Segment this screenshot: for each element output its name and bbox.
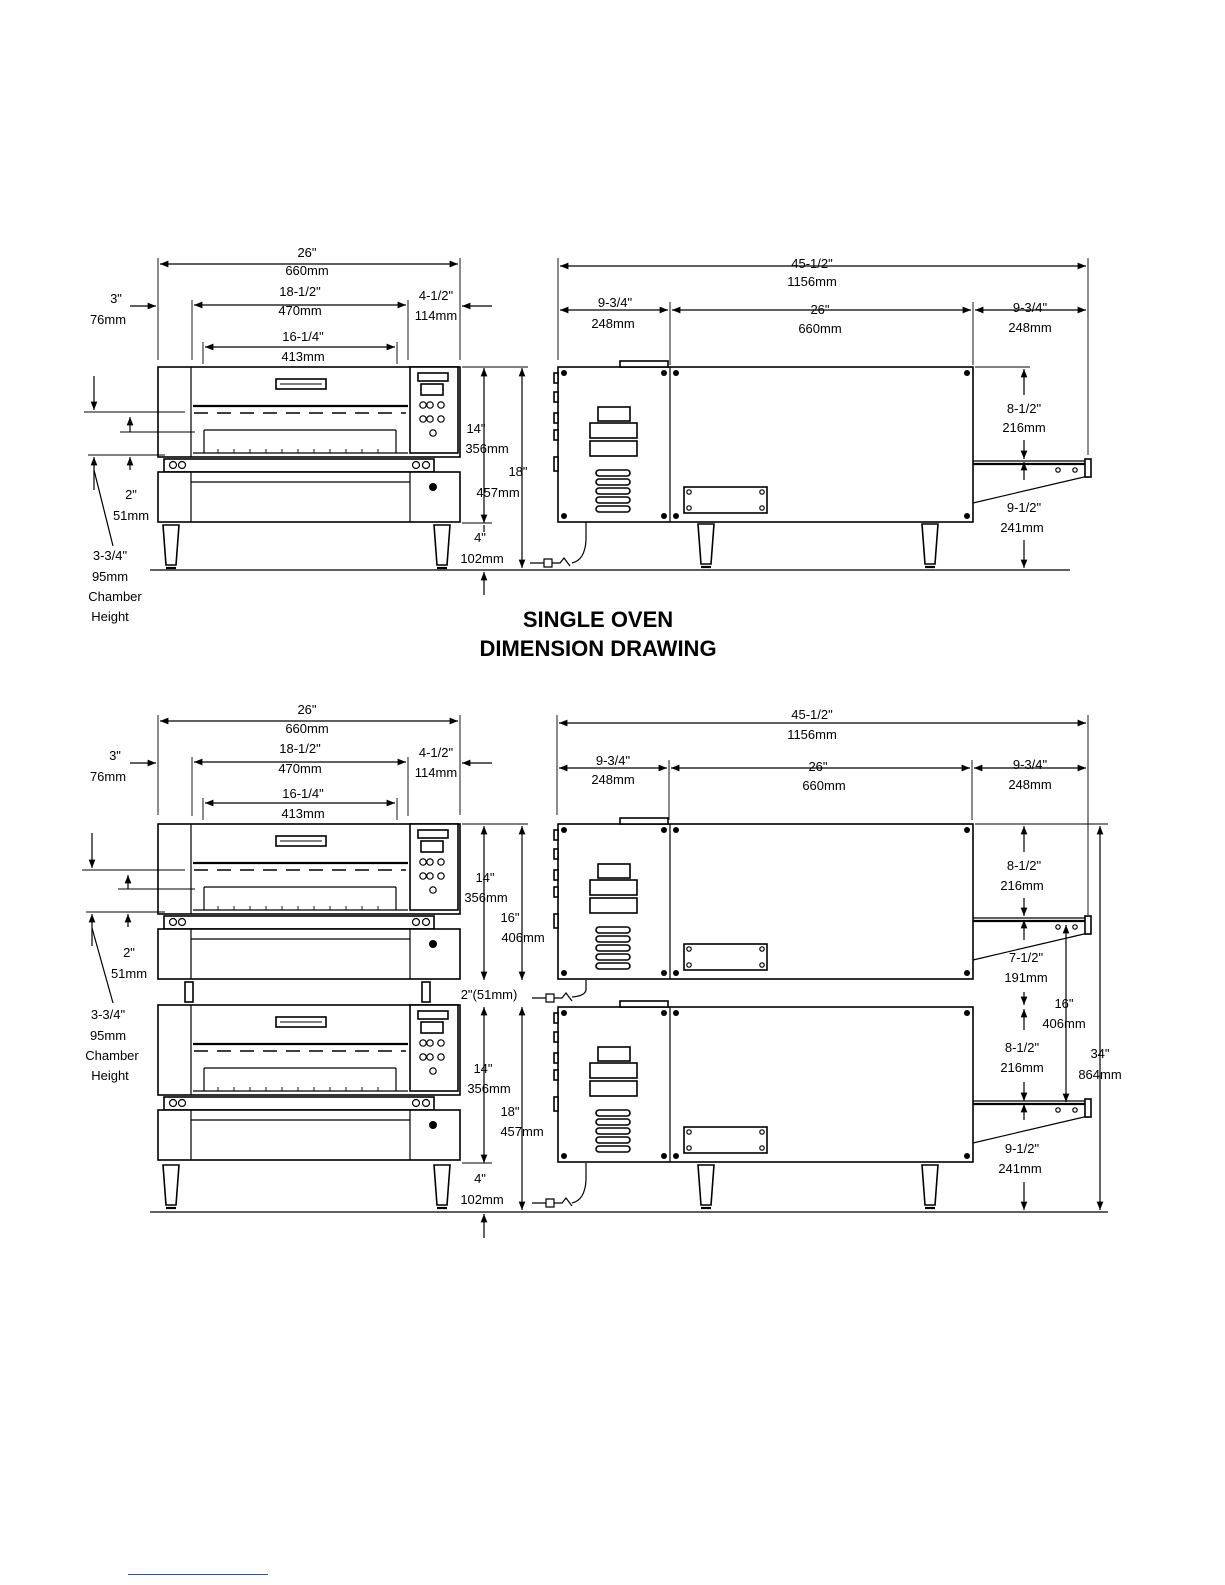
label: 16": [500, 910, 519, 925]
label: 470mm: [278, 303, 321, 318]
label: 9-3/4": [598, 295, 633, 310]
label: 470mm: [278, 761, 321, 776]
label: 3": [110, 291, 122, 306]
label: Height: [91, 609, 129, 624]
label: 8-1/2": [1005, 1040, 1040, 1055]
label: 18": [508, 464, 527, 479]
label: 102mm: [460, 1192, 503, 1207]
label: 356mm: [464, 890, 507, 905]
label: 3-3/4": [93, 548, 128, 563]
label: 26": [810, 302, 829, 317]
label: 216mm: [1000, 878, 1043, 893]
label: 34": [1090, 1046, 1109, 1061]
label: 413mm: [281, 349, 324, 364]
label: 248mm: [591, 316, 634, 331]
label: 7-1/2": [1009, 950, 1044, 965]
label: 2": [123, 945, 135, 960]
label: 76mm: [90, 769, 126, 784]
label: 3": [109, 748, 121, 763]
label: 660mm: [798, 321, 841, 336]
label: 9-3/4": [1013, 300, 1048, 315]
label: 4-1/2": [419, 745, 454, 760]
label: 14": [473, 1061, 492, 1076]
label: Chamber: [88, 589, 142, 604]
label: 14": [475, 870, 494, 885]
label: 26": [297, 702, 316, 717]
label: 660mm: [285, 263, 328, 278]
label: 102mm: [460, 551, 503, 566]
label: 457mm: [476, 485, 519, 500]
single-oven-side-view: [529, 258, 1093, 569]
label: 26": [297, 245, 316, 260]
label: 191mm: [1004, 970, 1047, 985]
label: 9-3/4": [1013, 757, 1048, 772]
label: 356mm: [467, 1081, 510, 1096]
label: 14": [466, 421, 485, 436]
drawing-title-line1: SINGLE OVEN: [523, 607, 673, 632]
label: 4-1/2": [419, 288, 454, 303]
label: 45-1/2": [791, 707, 833, 722]
label: 8-1/2": [1007, 401, 1042, 416]
label: 16": [1054, 996, 1073, 1011]
label: 864mm: [1078, 1067, 1121, 1082]
label: 457mm: [500, 1124, 543, 1139]
label: 2"(51mm): [461, 987, 518, 1002]
label: 16-1/4": [282, 786, 324, 801]
label: 4": [474, 1171, 486, 1186]
label: 26": [808, 759, 827, 774]
label: 16-1/4": [282, 329, 324, 344]
label: 95mm: [90, 1028, 126, 1043]
label: 9-3/4": [596, 753, 631, 768]
label: 660mm: [802, 778, 845, 793]
label: 45-1/2": [791, 256, 833, 271]
label: 8-1/2": [1007, 858, 1042, 873]
label: 356mm: [465, 441, 508, 456]
single-oven-front-view: [84, 258, 1070, 595]
label: 413mm: [281, 806, 324, 821]
label: 248mm: [1008, 777, 1051, 792]
label: 9-1/2": [1007, 500, 1042, 515]
label: 248mm: [591, 772, 634, 787]
label: 76mm: [90, 312, 126, 327]
label: Chamber: [85, 1048, 139, 1063]
label: 51mm: [111, 966, 147, 981]
stacked-oven-side-view: [531, 715, 1108, 1210]
label: 406mm: [501, 930, 544, 945]
label: 1156mm: [787, 274, 837, 289]
stacked-oven-labels: 26" 660mm 18-1/2" 470mm 16-1/4" 413mm 3"…: [85, 702, 1121, 1207]
label: 241mm: [998, 1161, 1041, 1176]
label: 3-3/4": [91, 1007, 126, 1022]
label: Height: [91, 1068, 129, 1083]
label: 18": [500, 1104, 519, 1119]
label: 95mm: [92, 569, 128, 584]
label: 51mm: [113, 508, 149, 523]
stacked-oven-front-view: [82, 715, 1108, 1238]
label: 18-1/2": [279, 741, 321, 756]
label: 248mm: [1008, 320, 1051, 335]
single-oven-labels: 26" 660mm 18-1/2" 470mm 16-1/4" 413mm 3"…: [88, 245, 1051, 661]
drawing-title-line2: DIMENSION DRAWING: [479, 636, 716, 661]
label: 406mm: [1042, 1016, 1085, 1031]
label: 114mm: [415, 765, 457, 780]
label: 18-1/2": [279, 284, 321, 299]
label: 9-1/2": [1005, 1141, 1040, 1156]
label: 4": [474, 530, 486, 545]
label: 216mm: [1000, 1060, 1043, 1075]
label: 1156mm: [787, 727, 837, 742]
label: 216mm: [1002, 420, 1045, 435]
label: 114mm: [415, 308, 457, 323]
label: 2": [125, 487, 137, 502]
label: 660mm: [285, 721, 328, 736]
footer-link-underline[interactable]: [128, 1574, 268, 1575]
label: 241mm: [1000, 520, 1043, 535]
